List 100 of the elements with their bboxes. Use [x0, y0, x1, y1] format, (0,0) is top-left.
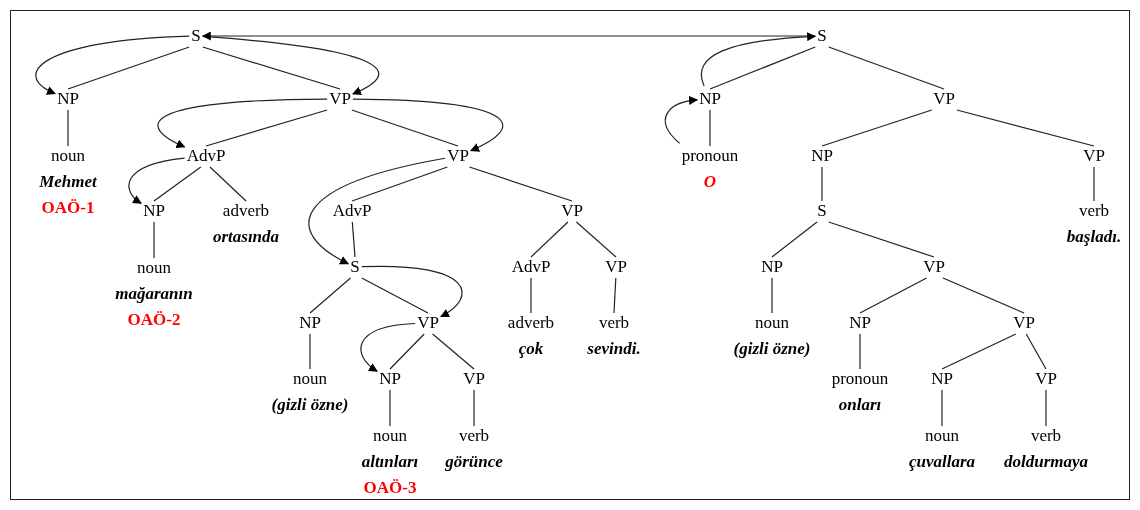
tree-branch [153, 166, 202, 202]
tree-branch [205, 109, 328, 147]
constituent-label: VP [921, 254, 947, 280]
movement-arrow [35, 35, 190, 95]
word-class-label: verb [458, 425, 490, 447]
word-label: çok [518, 338, 544, 360]
word-label: onları [838, 394, 882, 416]
constituent-label: VP [559, 198, 585, 224]
tree-branch [351, 221, 356, 258]
tree-branch [709, 109, 711, 147]
tree-branch [153, 221, 155, 259]
movement-arrow [360, 322, 416, 372]
tree-branch [1025, 333, 1047, 370]
word-label: (gizli özne) [733, 338, 811, 360]
tag-label: OAÖ-1 [41, 197, 95, 219]
tree-branch [1045, 389, 1047, 427]
word-class-label: noun [293, 368, 327, 390]
word-class-label: adverb [222, 200, 270, 222]
tree-branch [67, 46, 190, 90]
tree-branch [941, 333, 1017, 370]
constituent-label: S [348, 254, 362, 280]
constituent-label: NP [377, 366, 403, 392]
tree-branch [468, 166, 573, 202]
word-label: altınları [361, 451, 419, 473]
tree-branch [771, 221, 818, 258]
tree-branch [432, 333, 475, 370]
word-label: Mehmet [39, 171, 97, 193]
word-class-label: noun [51, 145, 85, 167]
tree-branch [821, 109, 933, 147]
word-label: O [703, 171, 717, 193]
tree-branch [613, 277, 617, 314]
tree-branch [389, 333, 425, 370]
constituent-label: AdvP [184, 143, 228, 169]
tree-branch [309, 333, 311, 370]
word-label: (gizli özne) [271, 394, 349, 416]
tree-branch [473, 389, 475, 427]
tree-branch [351, 166, 448, 202]
constituent-label: AdvP [509, 254, 553, 280]
word-class-label: pronoun [681, 145, 739, 167]
word-label: çuvallara [908, 451, 976, 473]
word-class-label: noun [925, 425, 959, 447]
movement-arrow [201, 31, 816, 41]
movement-arrow [308, 157, 446, 265]
word-label: başladı. [1066, 226, 1122, 248]
constituent-label: S [189, 23, 203, 49]
constituent-label: VP [415, 310, 441, 336]
constituent-label: VP [445, 143, 471, 169]
word-label: ortasında [212, 226, 280, 248]
word-class-label: verb [598, 312, 630, 334]
word-class-label: verb [1030, 425, 1062, 447]
tree-branch [828, 46, 945, 90]
constituent-label: S [815, 23, 829, 49]
tree-branch [771, 277, 773, 314]
constituent-label: VP [1011, 310, 1037, 336]
word-class-label: noun [137, 257, 171, 279]
word-label: görünce [445, 451, 503, 473]
constituent-label: NP [759, 254, 785, 280]
constituent-label: AdvP [330, 198, 374, 224]
constituent-label: NP [55, 86, 81, 112]
constituent-label: VP [1033, 366, 1059, 392]
tree-branch [828, 221, 935, 258]
movement-arrow [700, 32, 817, 87]
movement-arrow [664, 96, 699, 144]
constituent-label: VP [327, 86, 353, 112]
constituent-label: NP [809, 143, 835, 169]
tree-branch [941, 389, 943, 427]
movement-arrow [361, 265, 463, 318]
tree-branch [859, 277, 928, 314]
constituent-label: NP [141, 198, 167, 224]
tree-branch [351, 109, 459, 147]
tree-branch [859, 333, 861, 370]
word-class-label: pronoun [831, 368, 889, 390]
constituent-label: S [815, 198, 829, 224]
tag-label: OAÖ-3 [363, 477, 417, 499]
constituent-label: VP [931, 86, 957, 112]
constituent-label: NP [847, 310, 873, 336]
word-label: sevindi. [587, 338, 641, 360]
tree-branch [1093, 166, 1095, 202]
tree-branch [67, 109, 69, 147]
movement-arrow [157, 98, 328, 148]
tree-branch [530, 221, 569, 258]
word-label: doldurmaya [1003, 451, 1089, 473]
tree-branch [709, 46, 816, 90]
tree-branch [821, 166, 823, 202]
tree-branch [389, 389, 391, 427]
constituent-label: NP [929, 366, 955, 392]
tree-branch [530, 277, 532, 314]
tree-branch [209, 166, 247, 202]
constituent-label: VP [603, 254, 629, 280]
word-class-label: verb [1078, 200, 1110, 222]
movement-arrow [352, 98, 504, 152]
constituent-label: VP [461, 366, 487, 392]
tree-branch [956, 109, 1095, 147]
tree-branch [202, 46, 341, 90]
tree-branch [309, 277, 352, 314]
constituent-label: NP [697, 86, 723, 112]
word-class-label: noun [373, 425, 407, 447]
constituent-label: NP [297, 310, 323, 336]
word-label: mağaranın [115, 283, 193, 305]
tree-branch [942, 277, 1025, 314]
